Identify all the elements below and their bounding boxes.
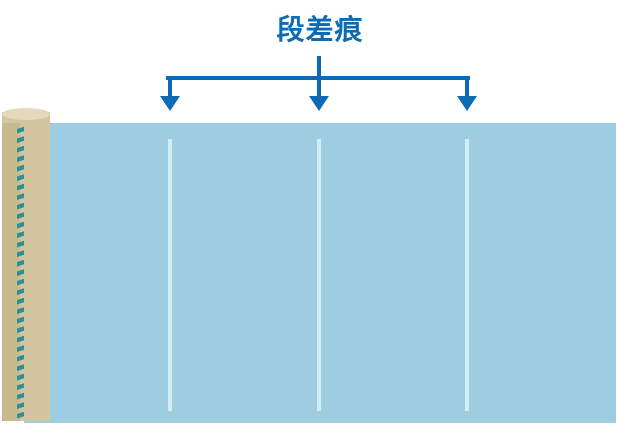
bracket-arrow-icon bbox=[160, 56, 477, 111]
perforation-dash bbox=[17, 202, 24, 210]
perforation-dash bbox=[17, 126, 24, 134]
perforation-dash bbox=[17, 164, 24, 172]
roll-core-icon bbox=[2, 108, 50, 421]
perforation-dash bbox=[17, 193, 24, 200]
perforation-dash bbox=[17, 145, 24, 153]
perforation-dash bbox=[17, 316, 24, 324]
perforation-dash bbox=[17, 307, 24, 314]
perforation-dash bbox=[17, 297, 24, 305]
perforation-dash bbox=[17, 345, 24, 352]
perforation-dash bbox=[17, 402, 24, 409]
perforation-dash bbox=[17, 136, 24, 143]
perforation-dash bbox=[17, 212, 24, 219]
perforation-dash bbox=[17, 231, 24, 238]
perforation-dash bbox=[17, 288, 24, 295]
perforation-dash bbox=[17, 278, 24, 286]
perforation-dash bbox=[17, 221, 24, 229]
perforation-dash bbox=[17, 269, 24, 276]
perforation-dash bbox=[17, 335, 24, 343]
perforation-dash bbox=[17, 183, 24, 191]
diagram-title: 段差痕 bbox=[276, 13, 364, 46]
perforation-dash bbox=[17, 364, 24, 371]
perforation-dash bbox=[17, 240, 24, 248]
arrowhead-1 bbox=[160, 96, 180, 111]
perforation-dash bbox=[17, 373, 24, 381]
perforation-dash bbox=[17, 259, 24, 267]
perforation-dash bbox=[17, 411, 24, 419]
perforation-dash bbox=[17, 383, 24, 390]
perforation-edge bbox=[17, 126, 24, 419]
arrowhead-3 bbox=[457, 96, 477, 111]
perforation-dash bbox=[17, 326, 24, 333]
perforation-dash bbox=[17, 174, 24, 181]
perforation-dash bbox=[17, 155, 24, 162]
perforation-dash bbox=[17, 392, 24, 400]
perforation-dash bbox=[17, 354, 24, 362]
arrowhead-2 bbox=[309, 96, 329, 111]
perforation-dash bbox=[17, 250, 24, 257]
step-marks bbox=[168, 139, 469, 411]
